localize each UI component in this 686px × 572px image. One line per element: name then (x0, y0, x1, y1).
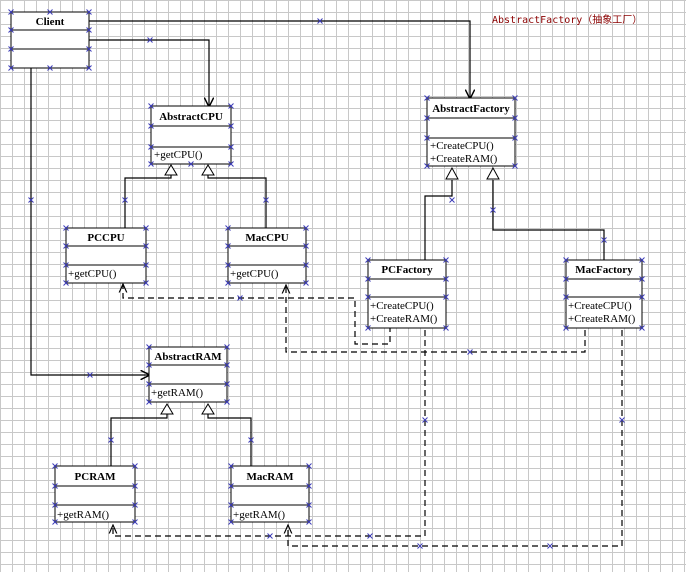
operation: +CreateCPU() (568, 300, 632, 312)
macfactory-creates-maccpu (286, 285, 586, 353)
operation: +getRAM() (57, 509, 109, 521)
generalization-triangle (486, 166, 500, 180)
class-mac-factory[interactable]: MacFactory +CreateCPU() +CreateRAM() (565, 259, 643, 329)
pcram-inherits-abstractram (110, 414, 168, 466)
operation: +CreateRAM() (568, 313, 636, 325)
operation: +CreateRAM() (370, 313, 438, 325)
class-mac-cpu[interactable]: MacCPU +getCPU() (227, 227, 307, 284)
selection-markers (8, 9, 645, 549)
operation: +getRAM() (233, 509, 285, 521)
class-name: Client (36, 16, 65, 28)
class-abstract-ram[interactable]: AbstractRAM +getRAM() (148, 346, 228, 403)
class-name: PCCPU (87, 232, 124, 244)
class-pc-ram[interactable]: PCRAM +getRAM() (54, 465, 136, 523)
generalization-triangle (201, 164, 215, 176)
class-name: AbstractCPU (159, 111, 223, 123)
macfactory-creates-macram (288, 330, 623, 547)
client-to-abstractram-association (30, 68, 149, 375)
operation: +CreateCPU() (430, 140, 494, 152)
class-pc-cpu[interactable]: PCCPU +getCPU() (65, 227, 147, 284)
generalization-triangle (160, 403, 174, 415)
client-to-abstractcpu-association (89, 39, 209, 106)
class-client[interactable]: Client (10, 11, 90, 69)
class-mac-ram[interactable]: MacRAM +getRAM() (230, 465, 310, 523)
macfactory-inherits-abstractfactory (492, 180, 605, 260)
class-pc-factory[interactable]: PCFactory +CreateCPU() +CreateRAM() (367, 259, 447, 329)
pcfactory-creates-pccpu (123, 284, 391, 345)
class-name: AbstractRAM (154, 351, 222, 363)
generalizations (110, 164, 605, 466)
class-name: PCRAM (75, 471, 117, 483)
maccpu-inherits-abstractcpu (207, 175, 267, 228)
class-name: AbstractFactory (432, 103, 510, 115)
dependencies (113, 284, 623, 547)
pcfactory-creates-pcram (113, 330, 426, 537)
generalization-triangle (201, 403, 215, 415)
operation: +CreateCPU() (370, 300, 434, 312)
operation: +getCPU() (154, 149, 203, 161)
class-abstract-factory[interactable]: AbstractFactory +CreateCPU() +CreateRAM(… (426, 97, 516, 167)
operation: +getCPU() (230, 268, 279, 280)
class-name: PCFactory (381, 264, 433, 276)
associations (30, 20, 470, 375)
class-name: MacFactory (575, 264, 633, 276)
pccpu-inherits-abstractcpu (124, 175, 172, 228)
class-abstract-cpu[interactable]: AbstractCPU +getCPU() (150, 105, 232, 165)
operation: +getRAM() (151, 387, 203, 399)
pcfactory-inherits-abstractfactory (424, 180, 453, 260)
operation: +CreateRAM() (430, 153, 498, 165)
class-name: MacCPU (245, 232, 288, 244)
class-name: MacRAM (246, 471, 294, 483)
macram-inherits-abstractram (207, 414, 252, 466)
diagram-caption: AbstractFactory（抽象工厂） (492, 15, 643, 26)
generalization-triangle (445, 166, 459, 180)
operation: +getCPU() (68, 268, 117, 280)
client-to-abstractfactory-association (89, 20, 470, 98)
generalization-triangle (164, 164, 178, 176)
